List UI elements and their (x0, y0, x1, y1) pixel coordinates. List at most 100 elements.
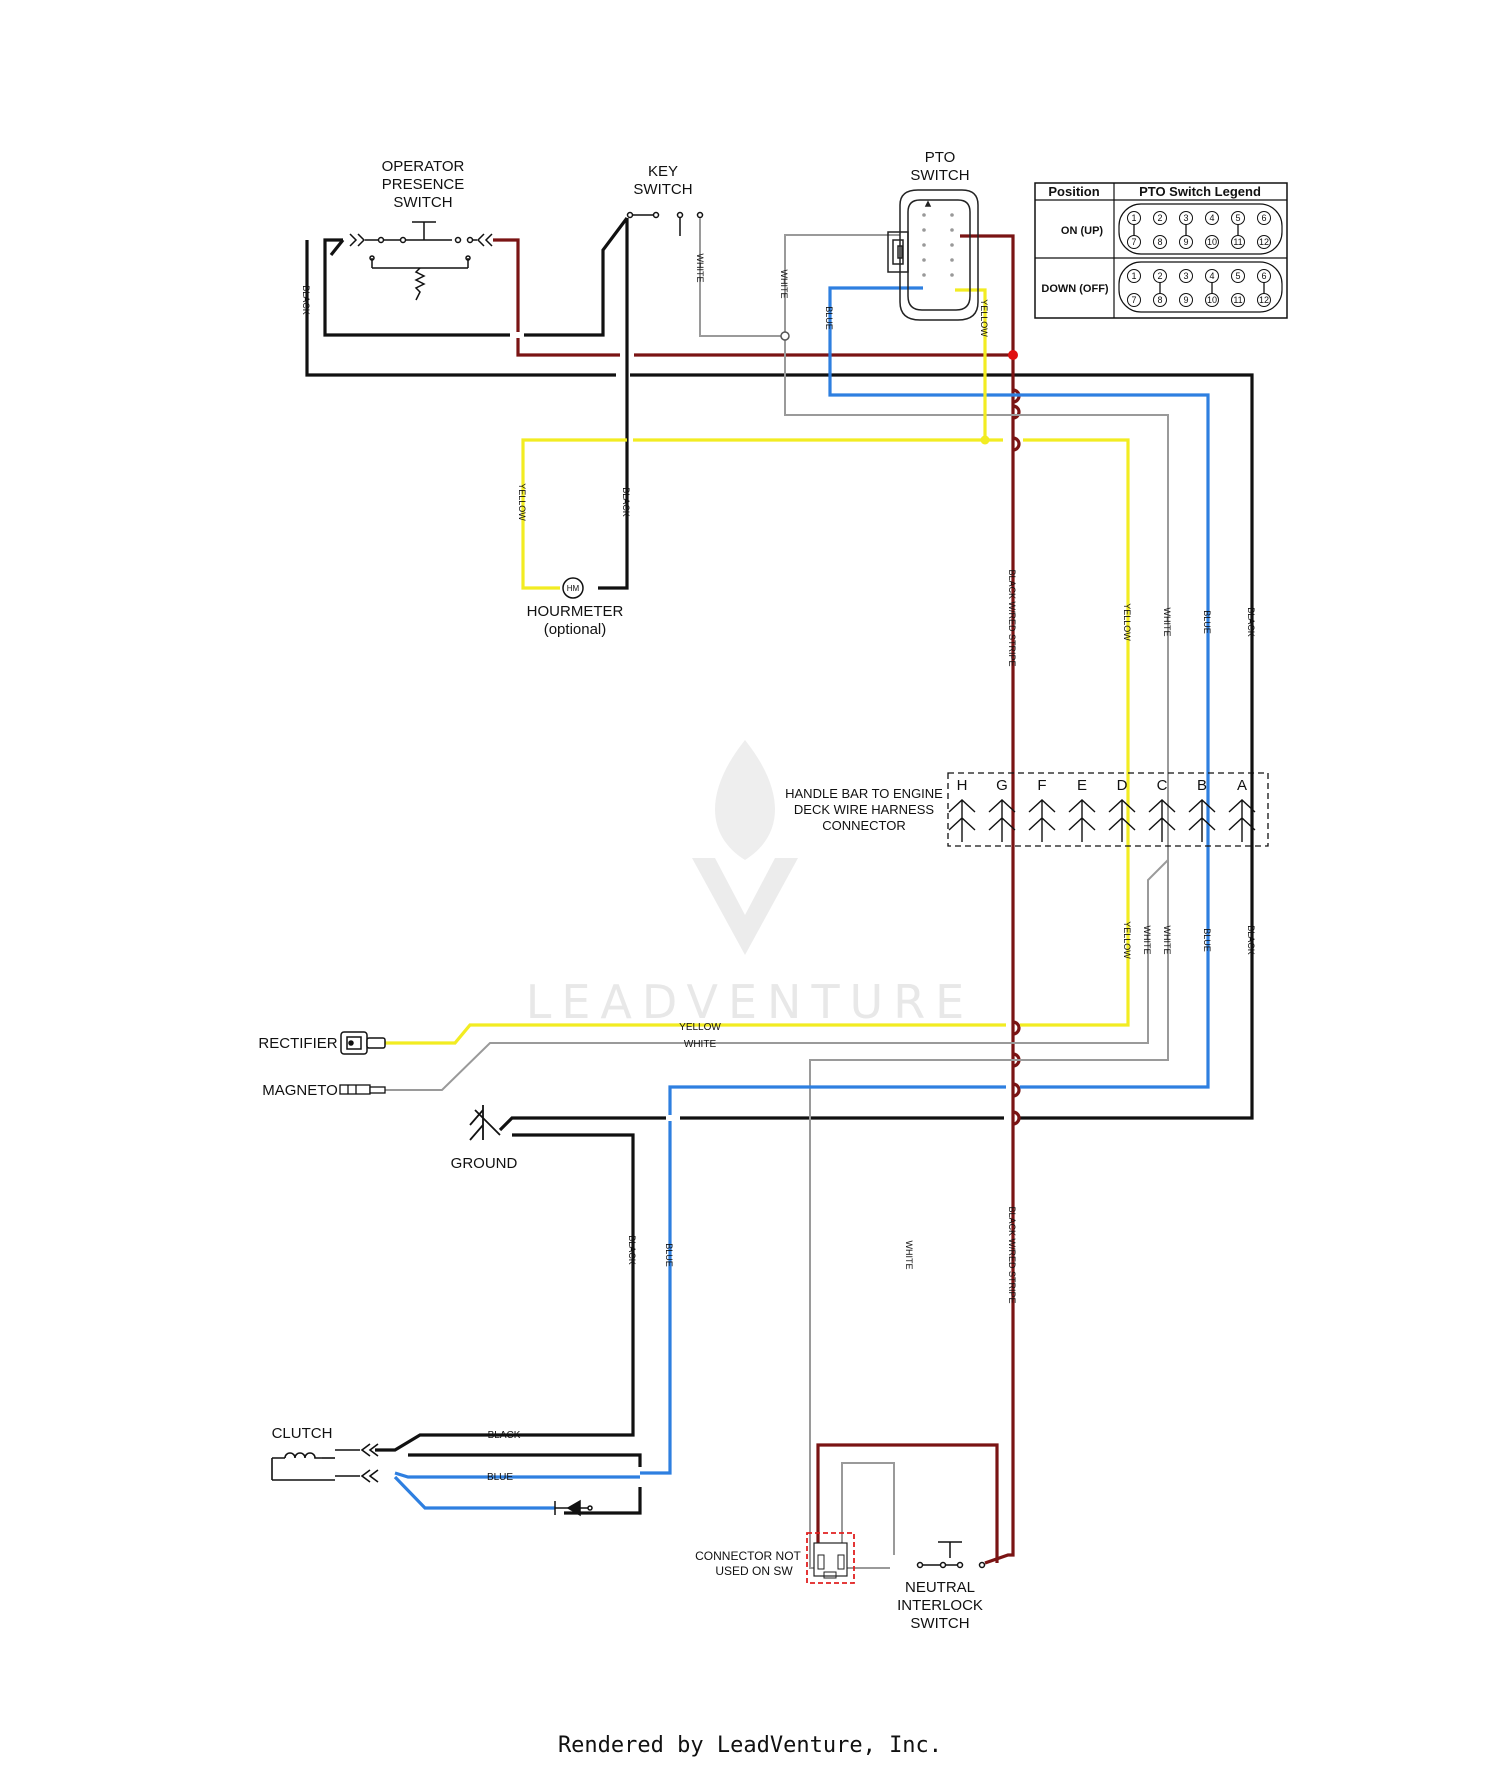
wire-label-white-key: WHITE (695, 254, 705, 283)
wire-label-red-lower: BLACK W/RED STRIPE (1007, 1206, 1017, 1303)
yellow-wires (385, 288, 1130, 1045)
connector-pin-a: A (1228, 777, 1256, 842)
watermark: LEADVENTURE (526, 740, 975, 1029)
legend-on-pin-10: 10 (1207, 237, 1217, 247)
harness-connector-label-3: CONNECTOR (822, 818, 906, 833)
hourmeter-label: HOURMETER (527, 603, 624, 620)
connector-pin-label-f: F (1037, 777, 1046, 794)
legend-on-pin-3: 3 (1183, 213, 1188, 223)
legend-down-pin-3: 3 (1183, 271, 1188, 281)
watermark-flame-icon (715, 740, 775, 860)
connector-pin-symbol (1028, 799, 1056, 842)
key-switch-label-1: KEY (648, 163, 678, 180)
wire-labels: BLACK WHITE WHITE BLUE YELLOW YELLOW BLA… (301, 254, 1256, 1484)
watermark-text: LEADVENTURE (526, 975, 975, 1029)
legend-col-pto: PTO Switch Legend (1139, 184, 1261, 199)
legend-on-pin-12: 12 (1259, 237, 1269, 247)
connector-pin-label-g: G (996, 777, 1008, 794)
rectifier-label: RECTIFIER (258, 1035, 337, 1052)
connector-pin-symbol (948, 799, 976, 842)
wire-label-black-left: BLACK (301, 285, 311, 315)
wire-label-blue-lower: BLUE (1202, 928, 1212, 952)
ground-label: GROUND (451, 1155, 518, 1172)
legend-on-pin-5: 5 (1235, 213, 1240, 223)
connector-pin-e: E (1068, 777, 1096, 842)
connector-pin-c: C (1148, 777, 1176, 842)
wire-label-yellow-upper: YELLOW (1122, 603, 1132, 641)
clutch-label: CLUTCH (272, 1425, 333, 1442)
connector-pin-label-c: C (1157, 777, 1168, 794)
connector-pin-label-b: B (1197, 777, 1207, 794)
wire-label-black-hm: BLACK (621, 487, 631, 517)
connector-pin-symbol (1188, 799, 1216, 842)
pto-switch (887, 189, 979, 321)
unused-connector (806, 1532, 855, 1584)
operator-presence-switch-label-1: OPERATOR (382, 158, 465, 175)
watermark-v-icon (692, 858, 798, 955)
wire-label-white-lower-2: WHITE (1162, 926, 1172, 955)
wire-label-blue-clutch-h: BLUE (487, 1472, 513, 1483)
connector-pin-label-h: H (957, 777, 968, 794)
wire-label-black-lower: BLACK (1246, 925, 1256, 955)
legend-down-pin-5: 5 (1235, 271, 1240, 281)
legend-down-pin-7: 7 (1131, 295, 1136, 305)
connector-pin-symbol (988, 799, 1016, 842)
legend-down-pin-10: 10 (1207, 295, 1217, 305)
legend-down-pin-8: 8 (1157, 295, 1162, 305)
legend-down-pin-11: 11 (1233, 295, 1242, 305)
connector-pin-d: D (1108, 777, 1136, 842)
magneto (339, 1084, 386, 1095)
legend-on-pin-4: 4 (1209, 213, 1214, 223)
wire-label-black-ground: BLACK (627, 1235, 637, 1265)
wire-label-yellow-hm: YELLOW (517, 483, 527, 521)
junction-dot-yellow (980, 435, 990, 445)
harness-connector-label-2: DECK WIRE HARNESS (794, 802, 934, 817)
operator-presence-switch-label-3: SWITCH (393, 194, 452, 211)
wire-label-blue-upper: BLUE (1202, 610, 1212, 634)
magneto-label: MAGNETO (262, 1082, 338, 1099)
legend-row-on: ON (UP) (1061, 225, 1104, 237)
hourmeter-symbol: HM (567, 584, 580, 593)
wire-label-white-pto: WHITE (779, 270, 789, 299)
neutral-interlock-switch (916, 1541, 986, 1569)
legend-on-pin-6: 6 (1261, 213, 1266, 223)
connector-pin-h: H (948, 777, 976, 842)
connector-pin-symbol (1068, 799, 1096, 842)
hourmeter-icon (562, 577, 584, 599)
connector-pin-f: F (1028, 777, 1056, 842)
wire-label-blue-pto: BLUE (824, 306, 834, 330)
footer-credit: Rendered by LeadVenture, Inc. (558, 1733, 942, 1758)
wire-label-black-upper: BLACK (1246, 607, 1256, 637)
legend-down-pin-1: 1 (1131, 271, 1136, 281)
neutral-interlock-label-2: INTERLOCK (897, 1597, 983, 1614)
wire-label-white-lower-1: WHITE (1142, 926, 1152, 955)
legend-down-pin-9: 9 (1183, 295, 1188, 305)
operator-presence-switch (349, 221, 493, 301)
legend-on-pin-7: 7 (1131, 237, 1136, 247)
wire-label-yellow-rect: YELLOW (679, 1022, 721, 1033)
legend-row-down: DOWN (OFF) (1041, 283, 1109, 295)
legend-on-pin-9: 9 (1183, 237, 1188, 247)
rectifier (340, 1031, 386, 1055)
wire-label-yellow-pto: YELLOW (979, 299, 989, 337)
connector-pin-label-d: D (1117, 777, 1128, 794)
connector-not-used-label-2: USED ON SW (715, 1564, 793, 1578)
connector-pin-symbol (1228, 799, 1256, 842)
connector-pin-b: B (1188, 777, 1216, 842)
wire-label-red-upper: BLACK W/RED STRIPE (1007, 569, 1017, 666)
wire-label-white-upper: WHITE (1162, 608, 1172, 637)
connector-pin-symbol (1148, 799, 1176, 842)
wire-label-white-neutral: WHITE (904, 1241, 914, 1270)
legend-col-position: Position (1048, 184, 1099, 199)
hourmeter: HM (562, 577, 584, 599)
black-wires (305, 217, 1254, 1515)
neutral-interlock-label-1: NEUTRAL (905, 1579, 975, 1596)
connector-pin-g: G (988, 777, 1016, 842)
operator-presence-switch-label-2: PRESENCE (382, 176, 465, 193)
wire-label-yellow-lower: YELLOW (1122, 921, 1132, 959)
pto-switch-legend: Position PTO Switch Legend ON (UP) DOWN … (1034, 182, 1288, 319)
harness-connector-label-1: HANDLE BAR TO ENGINE (785, 786, 943, 801)
wire-label-black-clutch: BLACK (488, 1430, 521, 1441)
red-wires (493, 234, 1015, 1568)
